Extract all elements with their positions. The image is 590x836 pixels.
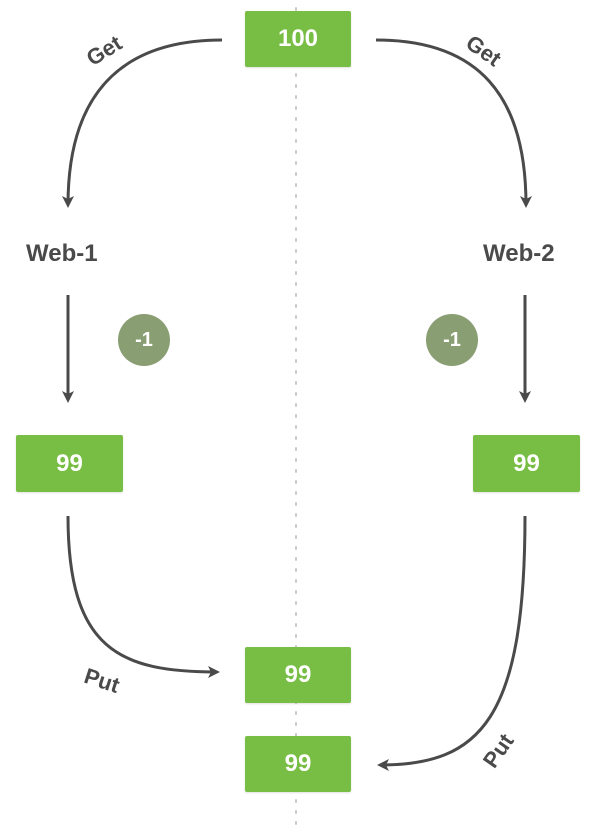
stored-value-box-2: 99	[245, 736, 351, 792]
decrement-badge-web-2: -1	[426, 314, 478, 366]
stored-value-box-1: 99	[245, 647, 351, 703]
get-arrow-right	[375, 38, 532, 208]
source-value-box: 100	[245, 11, 351, 67]
get-arrow-left	[62, 38, 223, 208]
server-label-web-2: Web-2	[483, 240, 555, 267]
computed-value-box-web-1: 99	[16, 435, 123, 492]
computed-value-box-web-2: 99	[473, 435, 580, 492]
decrement-badge-web-1: -1	[118, 314, 170, 366]
server-label-web-1: Web-1	[26, 240, 98, 267]
put-arrow-right	[377, 515, 527, 771]
put-arrow-left	[66, 515, 220, 678]
